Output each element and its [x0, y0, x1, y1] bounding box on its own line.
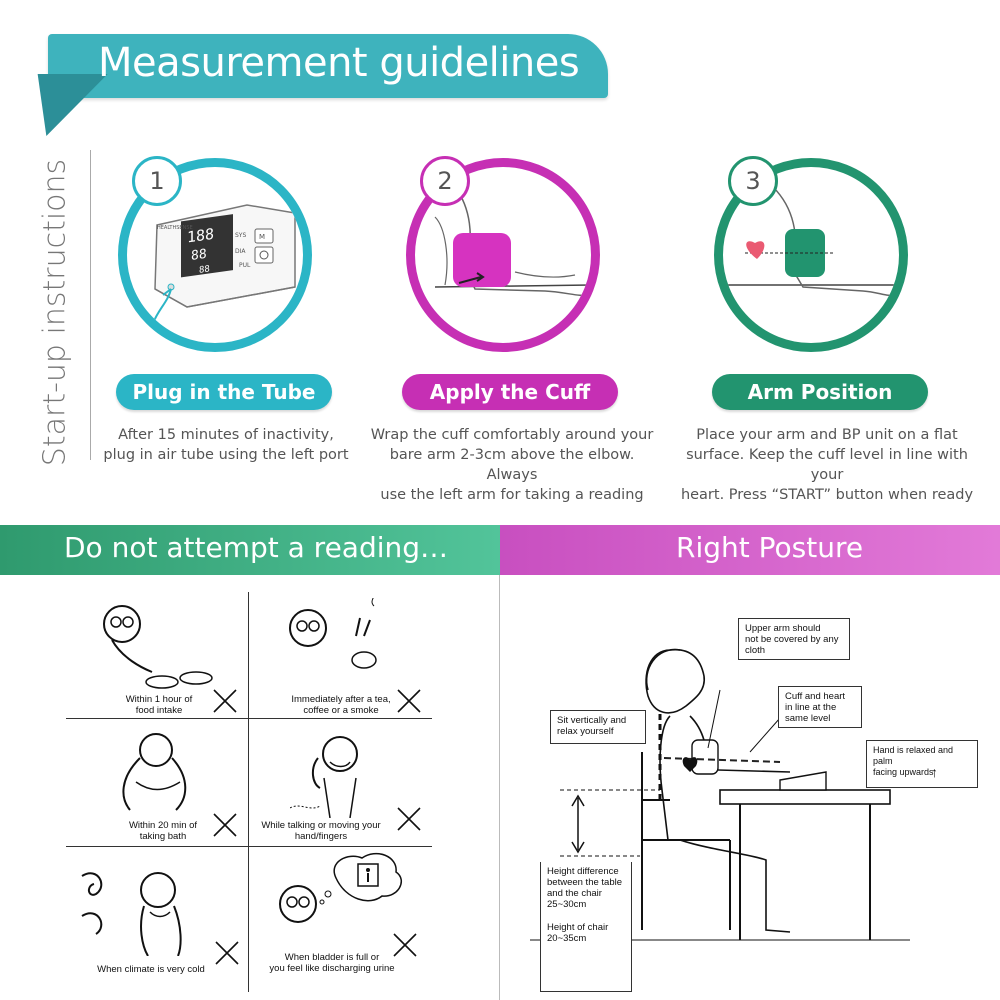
svg-text:88: 88 — [199, 264, 210, 275]
grid-horizontal-line-1 — [66, 718, 432, 719]
svg-text:HEALTHSENSE: HEALTHSENSE — [157, 225, 193, 231]
step-1-label: Plug in the Tube — [116, 374, 332, 410]
do-not-header: Do not attempt a reading… — [0, 525, 500, 575]
step-1-description: After 15 minutes of inactivity, plug in … — [103, 427, 349, 463]
side-label: Start-up instructions — [20, 158, 80, 470]
svg-text:PUL: PUL — [239, 262, 251, 269]
x-mark-icon — [215, 941, 239, 965]
right-posture-header: Right Posture — [500, 525, 1000, 575]
step-3-description: Place your arm and BP unit on a flat sur… — [680, 427, 974, 503]
posture-illustration — [530, 648, 910, 941]
x-mark-icon — [393, 933, 417, 957]
x-mark-icon — [213, 813, 237, 837]
towel-bath-illustration — [122, 733, 187, 811]
svg-text:SYS: SYS — [235, 232, 246, 239]
svg-text:188: 188 — [187, 225, 214, 247]
step-2-label: Apply the Cuff — [402, 374, 618, 410]
step-1-number: 1 — [132, 156, 182, 206]
grid-vertical-line — [248, 592, 249, 992]
step-3-label: Arm Position — [712, 374, 928, 410]
cuff-on-arm-illustration — [434, 186, 591, 297]
do-not-caption-2: Immediately after a tea,coffee or a smok… — [291, 694, 391, 716]
up-arrow-icon: ↑ — [931, 764, 938, 780]
svg-text:DIA: DIA — [235, 248, 246, 255]
step-3-number: 3 — [728, 156, 778, 206]
grid-horizontal-line-2 — [66, 846, 432, 847]
arm-position-illustration — [723, 186, 899, 297]
bladder-full-illustration — [279, 852, 402, 923]
step-1-illustration: 188 88 88 HEALTHSENSE SYS DIA PUL M — [118, 158, 312, 352]
title-banner: Measurement guidelines — [37, 34, 608, 136]
section-divider — [499, 575, 500, 1000]
side-divider — [90, 150, 91, 460]
tea-smoke-illustration — [289, 598, 377, 669]
svg-text:M: M — [259, 233, 265, 241]
x-mark-icon — [397, 689, 421, 713]
right-posture-header-text: Right Posture — [676, 531, 864, 564]
x-mark-icon — [397, 807, 421, 831]
svg-text:88: 88 — [191, 247, 207, 264]
do-not-header-text: Do not attempt a reading… — [64, 531, 449, 564]
cold-climate-illustration — [81, 872, 182, 956]
eating-illustration — [103, 605, 213, 689]
page-title: Measurement guidelines — [98, 40, 580, 86]
x-mark-icon — [213, 689, 237, 713]
side-label-text: Start-up instructions — [37, 158, 73, 467]
step-2-number: 2 — [420, 156, 470, 206]
talking-phone-illustration — [290, 736, 358, 818]
step-2-description: Wrap the cuff comfortably around your ba… — [370, 427, 654, 503]
bp-monitor-illustration: 188 88 88 HEALTHSENSE SYS DIA PUL M — [150, 204, 296, 343]
do-not-caption-5: When climate is very cold — [97, 964, 205, 975]
